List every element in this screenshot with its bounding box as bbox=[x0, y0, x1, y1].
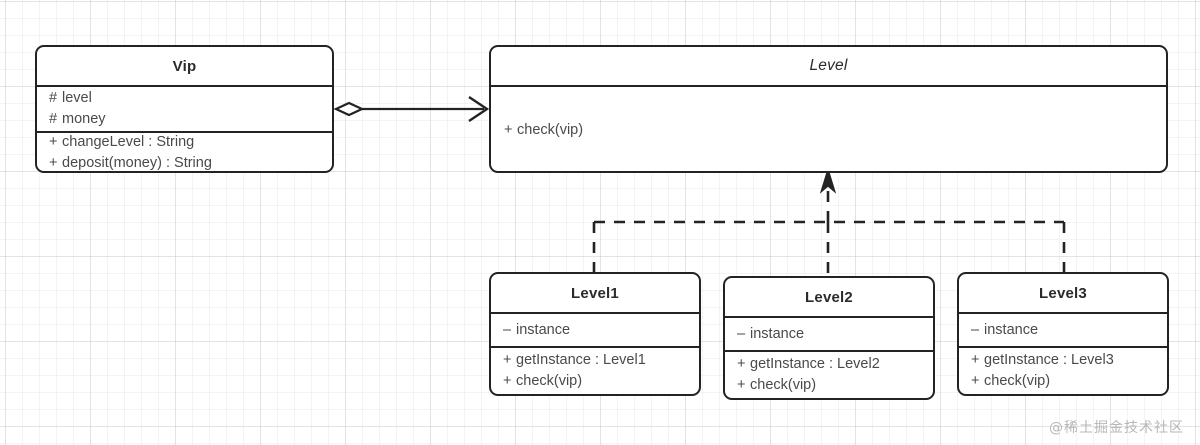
operation-label: deposit(money) : String bbox=[62, 155, 212, 171]
operations-compartment-level1: +getInstance : Level1 +check(vip) bbox=[491, 346, 699, 394]
attribute-label: instance bbox=[516, 321, 571, 338]
class-name-level2: Level2 bbox=[805, 288, 853, 306]
visibility-marker: – bbox=[737, 325, 746, 342]
class-box-vip[interactable]: Vip #level #money +changeLevel : String … bbox=[35, 45, 334, 173]
operation-row: +getInstance : Level3 bbox=[971, 350, 1157, 371]
aggregation-vip-to-level bbox=[333, 96, 490, 122]
operation-label: getInstance : Level1 bbox=[516, 352, 646, 368]
visibility-marker: + bbox=[49, 134, 58, 150]
operations-compartment-level: +check(vip) bbox=[491, 85, 1166, 171]
operation-label: check(vip) bbox=[984, 373, 1051, 389]
attributes-compartment-level2: –instance bbox=[725, 316, 933, 350]
hollow-diamond-icon bbox=[333, 101, 365, 117]
attribute-row: #level bbox=[49, 88, 322, 109]
class-name-vip: Vip bbox=[172, 57, 197, 75]
visibility-marker: – bbox=[503, 321, 512, 338]
operation-label: changeLevel : String bbox=[62, 134, 195, 150]
operation-row: +getInstance : Level2 bbox=[737, 354, 923, 375]
attribute-label: money bbox=[62, 111, 106, 127]
class-box-level1[interactable]: Level1 –instance +getInstance : Level1 +… bbox=[489, 272, 701, 396]
operation-label: getInstance : Level2 bbox=[750, 356, 880, 372]
visibility-marker: + bbox=[503, 373, 512, 389]
attribute-label: instance bbox=[750, 325, 805, 342]
operation-row: +check(vip) bbox=[503, 371, 689, 392]
attributes-compartment-level3: –instance bbox=[959, 312, 1167, 346]
attributes-compartment-level1: –instance bbox=[491, 312, 699, 346]
operation-label: getInstance : Level3 bbox=[984, 352, 1114, 368]
class-name-level: Level bbox=[809, 57, 848, 74]
operation-row: +check(vip) bbox=[504, 120, 1156, 141]
attribute-row: –instance bbox=[503, 320, 689, 341]
operation-row: +check(vip) bbox=[971, 371, 1157, 392]
operation-row: +check(vip) bbox=[737, 375, 923, 396]
visibility-marker: + bbox=[971, 352, 980, 368]
class-box-level[interactable]: Level +check(vip) bbox=[489, 45, 1168, 173]
operations-compartment-level2: +getInstance : Level2 +check(vip) bbox=[725, 350, 933, 398]
operation-row: +deposit(money) : String bbox=[49, 153, 322, 171]
operation-label: check(vip) bbox=[516, 373, 583, 389]
visibility-marker: + bbox=[504, 121, 513, 138]
operation-label: check(vip) bbox=[517, 121, 584, 138]
operations-compartment-vip: +changeLevel : String +deposit(money) : … bbox=[37, 131, 332, 171]
visibility-marker: + bbox=[971, 373, 980, 389]
class-name-level1: Level1 bbox=[571, 284, 619, 302]
visibility-marker: + bbox=[49, 155, 58, 171]
operation-row: +getInstance : Level1 bbox=[503, 350, 689, 371]
visibility-marker: + bbox=[737, 377, 746, 393]
attribute-row: –instance bbox=[737, 324, 923, 345]
attribute-label: level bbox=[62, 90, 92, 106]
operation-label: check(vip) bbox=[750, 377, 817, 393]
attribute-label: instance bbox=[984, 321, 1039, 338]
visibility-marker: # bbox=[49, 111, 58, 127]
attribute-row: #money bbox=[49, 109, 322, 130]
operations-compartment-level3: +getInstance : Level3 +check(vip) bbox=[959, 346, 1167, 394]
class-box-level3[interactable]: Level3 –instance +getInstance : Level3 +… bbox=[957, 272, 1169, 396]
visibility-marker: + bbox=[503, 352, 512, 368]
class-box-level2[interactable]: Level2 –instance +getInstance : Level2 +… bbox=[723, 276, 935, 400]
operation-row: +changeLevel : String bbox=[49, 132, 322, 153]
visibility-marker: – bbox=[971, 321, 980, 338]
realization-tree bbox=[592, 186, 1066, 276]
open-arrow-icon bbox=[468, 96, 490, 122]
visibility-marker: # bbox=[49, 90, 58, 106]
class-name-level3: Level3 bbox=[1039, 284, 1087, 302]
attributes-compartment-vip: #level #money bbox=[37, 85, 332, 131]
attribute-row: –instance bbox=[971, 320, 1157, 341]
visibility-marker: + bbox=[737, 356, 746, 372]
watermark: @稀土掘金技术社区 bbox=[1049, 420, 1184, 436]
